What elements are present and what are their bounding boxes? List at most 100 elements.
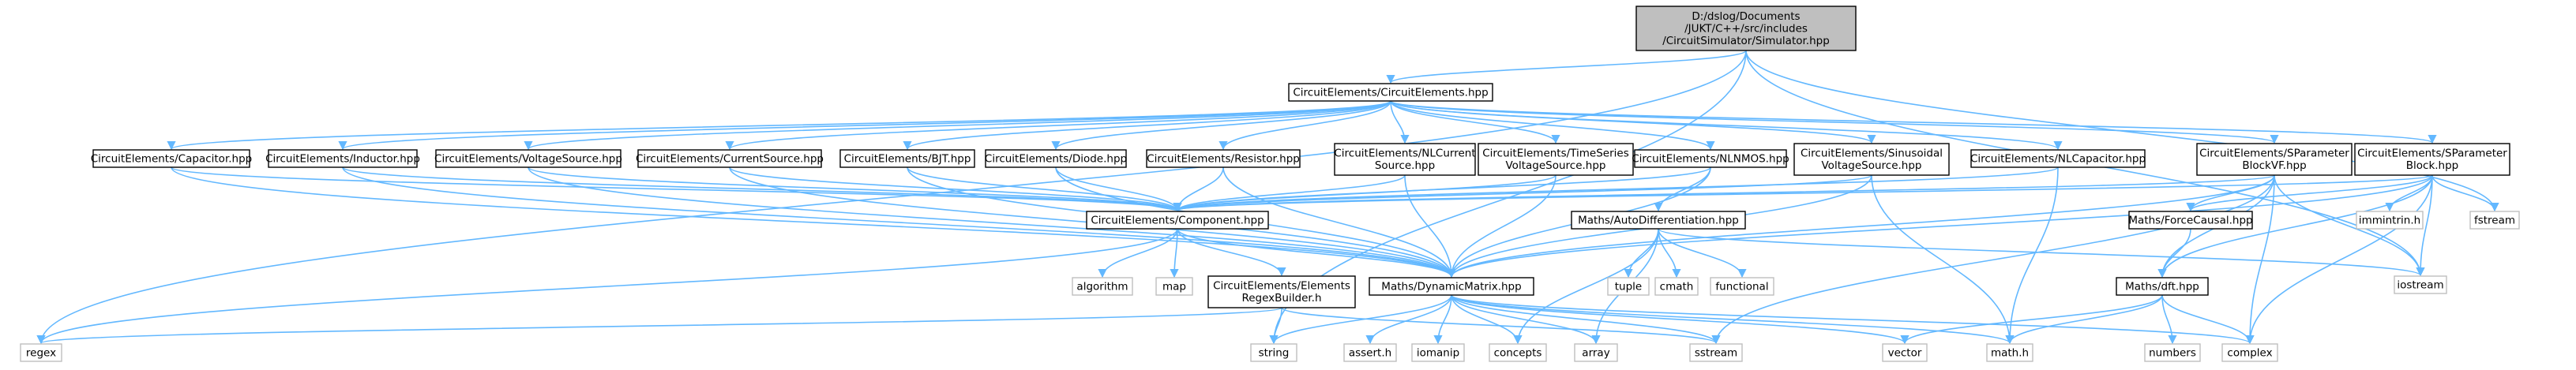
edge-sinvs-to-comp bbox=[1173, 174, 1872, 212]
edge-nlnmos-to-comp bbox=[1173, 166, 1711, 212]
node-tuple-box bbox=[1607, 277, 1650, 296]
edge-dm-to-iomanip bbox=[1433, 294, 1452, 345]
edge-bjt-to-comp bbox=[907, 166, 1182, 212]
edge-dm-to-complex bbox=[1451, 294, 2255, 345]
node-dm[interactable]: Maths/DynamicMatrix.hpp bbox=[1369, 277, 1534, 296]
edge-ce-to-spb bbox=[1390, 100, 2437, 144]
node-immintrin: immintrin.h bbox=[2356, 211, 2424, 230]
edge-comp-to-algorithm bbox=[1098, 228, 1178, 278]
node-nlcs-label-line-0: CircuitElements/NLCurrent bbox=[1334, 148, 1475, 160]
node-array-box bbox=[1574, 343, 1618, 362]
edge-rb-to-regex bbox=[37, 307, 1282, 345]
node-sim[interactable]: D:/dslog/Documents/JUKT/C++/src/includes… bbox=[1635, 6, 1857, 51]
node-vs[interactable]: CircuitElements/VoltageSource.hpp bbox=[434, 149, 622, 168]
node-dft-box bbox=[2116, 277, 2209, 296]
node-spb-label-line-0: CircuitElements/SParameter bbox=[2357, 148, 2507, 160]
node-cap[interactable]: CircuitElements/Capacitor.hpp bbox=[91, 149, 253, 168]
node-nlnmos[interactable]: CircuitElements/NLNMOS.hpp bbox=[1632, 149, 1789, 168]
edge-spb-to-dft bbox=[2157, 174, 2433, 278]
node-iostream: iostream bbox=[2394, 275, 2447, 294]
node-fstream: fstream bbox=[2469, 211, 2520, 230]
edge-ce-to-vs bbox=[524, 100, 1391, 151]
node-rb-label-line-1: RegexBuilder.h bbox=[1241, 292, 1321, 305]
edge-autodiff-to-cmath bbox=[1658, 228, 1681, 278]
node-diode[interactable]: CircuitElements/Diode.hpp bbox=[985, 149, 1127, 168]
edge-vs-to-comp bbox=[528, 166, 1182, 212]
node-cs-label-line-0: CircuitElements/CurrentSource.hpp bbox=[636, 152, 824, 165]
node-fstream-box bbox=[2469, 211, 2520, 230]
edge-ind-to-dm bbox=[342, 166, 1456, 278]
node-tuple: tuple bbox=[1607, 277, 1650, 296]
node-immintrin-box bbox=[2356, 211, 2424, 230]
node-cmath-label-line-0: cmath bbox=[1660, 280, 1694, 293]
node-tsvs[interactable]: CircuitElements/TimeSeriesVoltageSource.… bbox=[1478, 143, 1634, 176]
node-bjt[interactable]: CircuitElements/BJT.hpp bbox=[839, 149, 975, 168]
edge-tsvs-to-dm bbox=[1447, 174, 1556, 278]
edge-spb-to-dm bbox=[1447, 174, 2433, 278]
node-map-box bbox=[1155, 277, 1193, 296]
edge-spb-to-complex bbox=[2245, 174, 2433, 345]
node-sstream-label-line-0: sstream bbox=[1695, 346, 1737, 359]
edge-dft-to-numbers bbox=[2161, 294, 2177, 345]
edge-nlcap-to-mathh bbox=[2005, 166, 2059, 345]
node-regex: regex bbox=[20, 343, 62, 362]
node-functional: functional bbox=[1710, 277, 1774, 296]
node-spb-box bbox=[2354, 143, 2510, 176]
node-sim-label-line-1: /JUKT/C++/src/includes bbox=[1684, 22, 1808, 35]
edge-ce-to-res bbox=[1219, 100, 1391, 151]
edge-spvf-to-dm bbox=[1447, 174, 2275, 278]
edge-nlnmos-to-autodiff bbox=[1654, 166, 1711, 212]
edge-ind-to-comp bbox=[342, 166, 1182, 212]
node-cmath: cmath bbox=[1654, 277, 1699, 296]
node-ind[interactable]: CircuitElements/Inductor.hpp bbox=[265, 149, 420, 168]
edge-spvf-to-iostream bbox=[2274, 174, 2425, 277]
node-cap-box bbox=[92, 149, 250, 168]
node-string-box bbox=[1250, 343, 1297, 362]
edge-dm-to-vector bbox=[1451, 294, 1909, 345]
edge-dm-to-string bbox=[1269, 294, 1452, 345]
node-array: array bbox=[1574, 343, 1618, 362]
node-complex-box bbox=[2221, 343, 2278, 362]
node-nlcap-label-line-0: CircuitElements/NLCapacitor.hpp bbox=[1970, 152, 2146, 165]
node-dm-label-line-0: Maths/DynamicMatrix.hpp bbox=[1381, 280, 1521, 293]
node-fc-label-line-0: Maths/ForceCausal.hpp bbox=[2128, 214, 2252, 226]
node-iostream-box bbox=[2394, 275, 2447, 294]
node-dft[interactable]: Maths/dft.hpp bbox=[2116, 277, 2209, 296]
node-spb-label-line-1: Block.hpp bbox=[2406, 159, 2459, 172]
node-cs-box bbox=[637, 149, 822, 168]
edge-dft-to-complex bbox=[2161, 294, 2255, 345]
node-rb-label-line-0: CircuitElements/Elements bbox=[1213, 280, 1350, 293]
node-bjt-box bbox=[839, 149, 975, 168]
node-tsvs-label-line-1: VoltageSource.hpp bbox=[1506, 159, 1606, 172]
edge-ce-to-ind bbox=[338, 100, 1391, 151]
node-autodiff[interactable]: Maths/AutoDifferentiation.hpp bbox=[1571, 211, 1746, 230]
node-res[interactable]: CircuitElements/Resistor.hpp bbox=[1146, 149, 1301, 168]
node-asserth-box bbox=[1343, 343, 1397, 362]
node-fc[interactable]: Maths/ForceCausal.hpp bbox=[2128, 211, 2253, 230]
edge-sim-to-ce bbox=[1386, 50, 1747, 84]
node-sinvs-label-line-0: CircuitElements/Sinusoidal bbox=[1801, 148, 1943, 160]
edge-ce-to-nlcs bbox=[1390, 100, 1410, 144]
node-cs[interactable]: CircuitElements/CurrentSource.hpp bbox=[636, 149, 824, 168]
node-dm-box bbox=[1369, 277, 1534, 296]
node-sim-label-line-0: D:/dslog/Documents bbox=[1692, 10, 1800, 23]
edges-layer bbox=[36, 50, 2499, 345]
node-sstream: sstream bbox=[1689, 343, 1743, 362]
node-sinvs[interactable]: CircuitElements/SinusoidalVoltageSource.… bbox=[1793, 143, 1950, 176]
edge-ce-to-nlnmos bbox=[1390, 100, 1715, 151]
node-iostream-label-line-0: iostream bbox=[2397, 278, 2443, 291]
node-concepts-box bbox=[1489, 343, 1547, 362]
node-comp-box bbox=[1086, 211, 1269, 230]
node-comp[interactable]: CircuitElements/Component.hpp bbox=[1086, 211, 1269, 230]
node-algorithm: algorithm bbox=[1072, 277, 1133, 296]
node-tuple-label-line-0: tuple bbox=[1615, 280, 1642, 293]
node-fstream-label-line-0: fstream bbox=[2474, 214, 2515, 226]
edge-ce-to-cap bbox=[167, 100, 1391, 151]
node-nlcap[interactable]: CircuitElements/NLCapacitor.hpp bbox=[1970, 149, 2146, 168]
edge-nlcs-to-dm bbox=[1404, 174, 1456, 278]
node-ce[interactable]: CircuitElements/CircuitElements.hpp bbox=[1288, 83, 1493, 102]
